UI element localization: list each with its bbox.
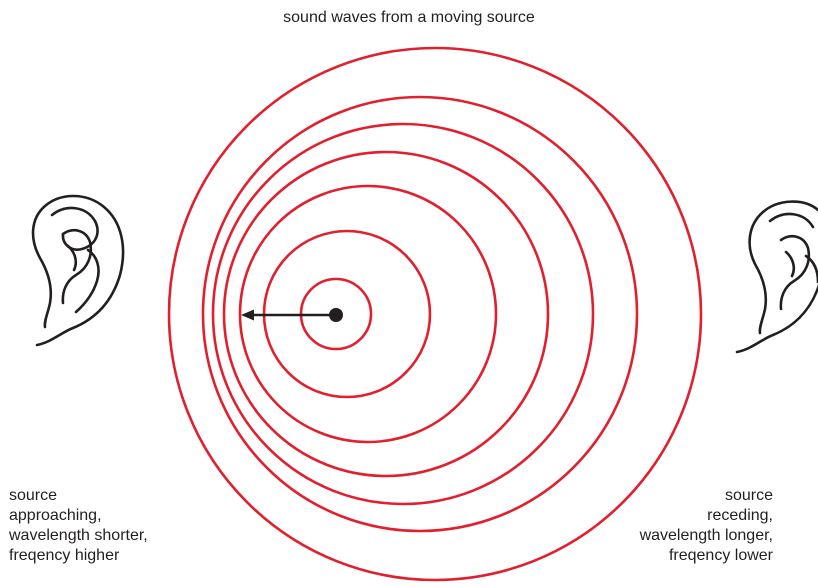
wavefront-4 <box>222 150 550 478</box>
right-caption-line: source <box>724 487 773 504</box>
left-caption-line: source <box>9 487 58 504</box>
right-caption-line: wavelength longer, <box>639 527 773 544</box>
wavefront-7 <box>167 46 703 582</box>
left-caption-line: freqency higher <box>9 547 120 564</box>
left-caption-line: approaching, <box>9 507 102 524</box>
wavefront-5 <box>211 122 595 506</box>
wavefront-6 <box>201 95 639 533</box>
right-caption-line: freqency lower <box>668 547 773 564</box>
right-caption-line: receding, <box>707 507 773 524</box>
wavefront-3 <box>238 184 498 444</box>
wavefronts <box>167 46 703 582</box>
left-ear-icon <box>31 194 125 347</box>
moving-source <box>241 308 343 322</box>
left-caption-line: wavelength shorter, <box>9 527 148 544</box>
arrowhead-icon <box>241 309 254 321</box>
right-ear-icon <box>735 200 818 354</box>
source-dot <box>329 308 343 322</box>
diagram-title: sound waves from a moving source <box>283 9 535 26</box>
right-caption: source receding, wavelength longer, freq… <box>640 486 773 566</box>
left-caption: source approaching, wavelength shorter, … <box>9 486 148 566</box>
